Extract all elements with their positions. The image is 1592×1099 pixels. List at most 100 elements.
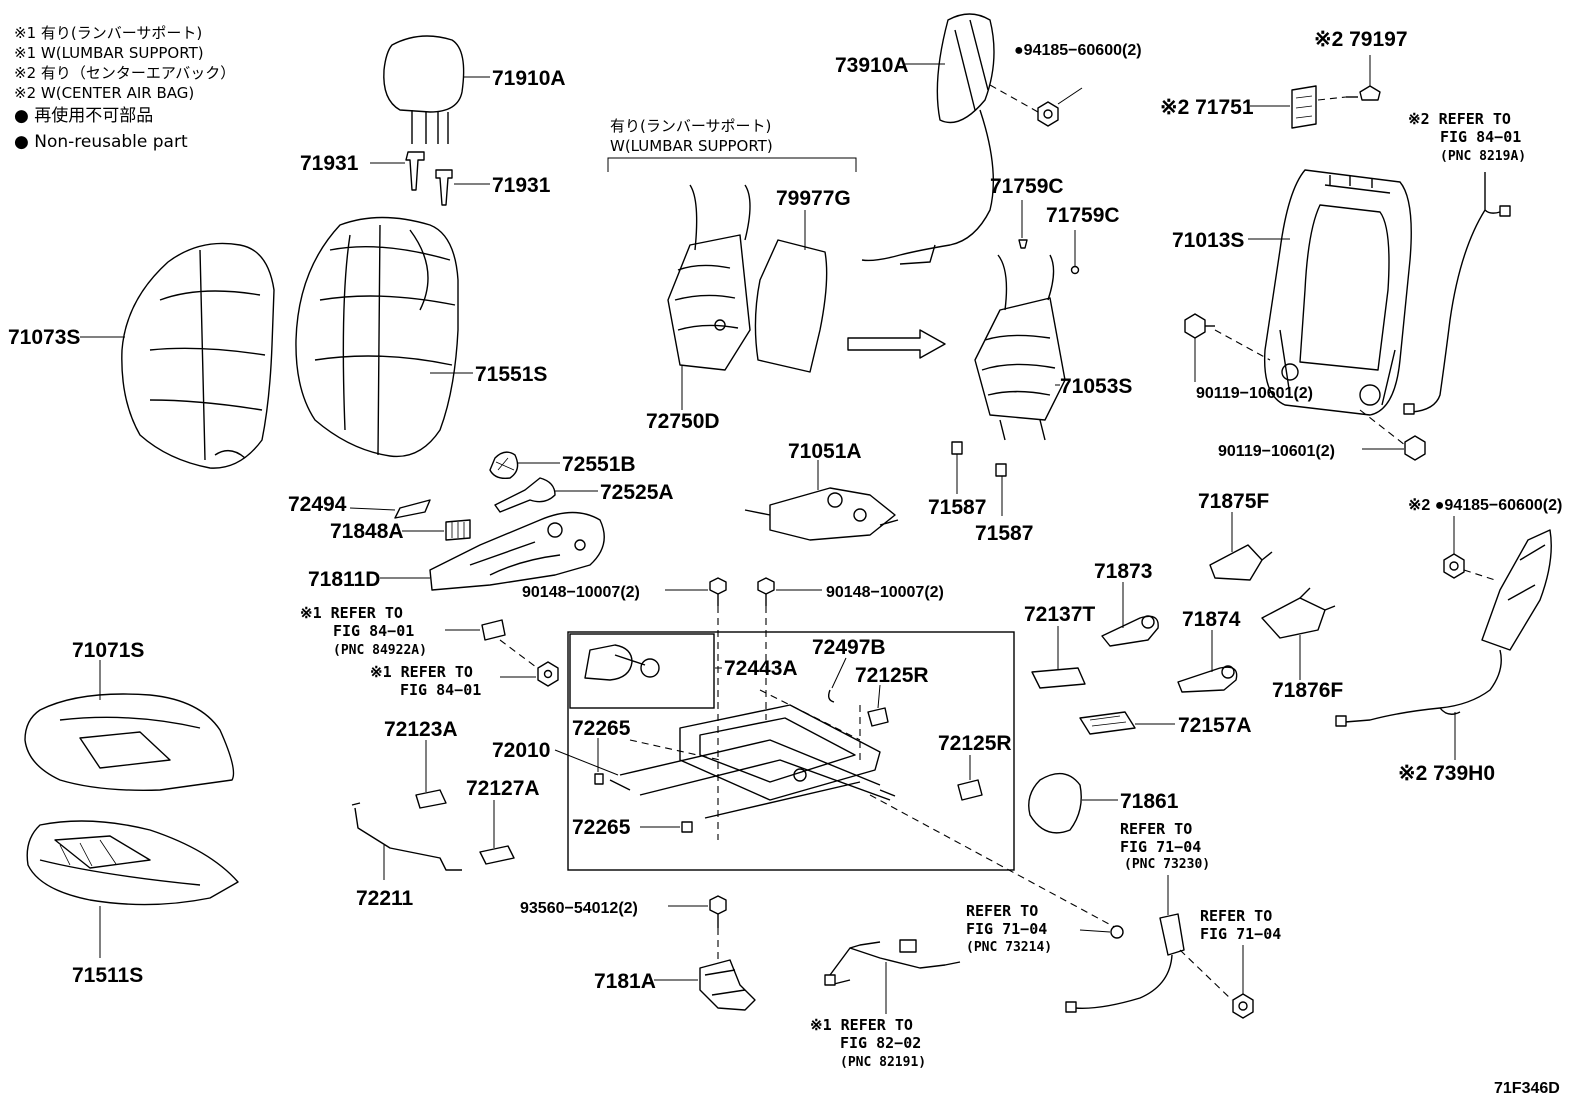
ref-8401b-line1: ※1 REFER TO (300, 604, 403, 622)
headrest-drawing[interactable] (383, 35, 465, 144)
bracket-72125R-b[interactable] (957, 779, 983, 801)
lever-72525A[interactable] (494, 477, 556, 513)
bracket-71876F[interactable] (1261, 587, 1336, 639)
label-71051A: 71051A (788, 440, 862, 463)
ref-8401b-line3: (PNC 84922A) (333, 643, 427, 658)
clip-71587-a[interactable] (951, 441, 963, 455)
clip-79197[interactable] (1346, 85, 1381, 101)
gear-72443A[interactable] (584, 644, 660, 681)
bracket-71873[interactable] (1101, 615, 1159, 647)
bracket-72125R-a[interactable] (867, 707, 889, 727)
nut-94185-b[interactable] (1443, 553, 1465, 579)
label-72157A: 72157A (1178, 714, 1252, 737)
bracket-71875F[interactable] (1209, 544, 1273, 581)
label-72497B: 72497B (812, 636, 886, 659)
label-72525A: 72525A (600, 481, 674, 504)
label-72494: 72494 (288, 493, 347, 516)
legend-line1: ※1 有り(ランバーサポート) (14, 24, 202, 42)
label-79977G: 79977G (776, 187, 851, 210)
ref-8202-line2: FIG 82−02 (840, 1034, 921, 1052)
label-71873: 71873 (1094, 560, 1152, 583)
connector-84922A[interactable] (481, 619, 506, 641)
label-73910A: 73910A (835, 54, 909, 77)
label-72551B: 72551B (562, 453, 636, 476)
label-71751: ※2 71751 (1160, 96, 1254, 119)
wire-72211[interactable] (351, 802, 462, 871)
label-72265-b: 72265 (572, 816, 631, 839)
label-71759C-b: 71759C (1046, 204, 1120, 227)
clip-71759C-a[interactable] (1018, 239, 1028, 249)
ref-7104b-line1: REFER TO (966, 902, 1038, 920)
clip-72123A[interactable] (415, 789, 447, 809)
clip-72127A[interactable] (479, 845, 515, 865)
label-71848A: 71848A (330, 520, 404, 543)
lumbar-pad-drawing[interactable] (754, 239, 828, 373)
bracket-72137T[interactable] (1031, 667, 1086, 689)
harness-8219A[interactable] (1403, 172, 1511, 415)
side-airbag-drawing[interactable] (861, 13, 995, 265)
ref-8202-line1: ※1 REFER TO (810, 1016, 913, 1034)
nut-71-04[interactable] (1232, 993, 1254, 1019)
ref-8401b-line2: FIG 84−01 (333, 622, 414, 640)
ref-8401c-line2: FIG 84−01 (400, 681, 481, 699)
lumbar-support-drawing[interactable] (667, 184, 751, 371)
bracket-7181A[interactable] (699, 959, 756, 1011)
knob-72551B[interactable] (489, 451, 519, 480)
bolt-90119-b[interactable] (1404, 435, 1426, 461)
label-71876F: 71876F (1272, 679, 1343, 702)
bolt-90119-a[interactable] (1184, 313, 1215, 339)
buckle-73230[interactable] (1065, 913, 1185, 1013)
ref-7104c-line2: FIG 71−04 (1200, 925, 1281, 943)
clip-72265-a[interactable] (594, 773, 604, 785)
lumbar-group-header: 有り(ランバーサポート) W(LUMBAR SUPPORT) (607, 117, 857, 172)
ref-8401c-line1: ※1 REFER TO (370, 663, 473, 681)
cover-71861[interactable] (1028, 772, 1082, 834)
seatback-pad-drawing[interactable] (295, 216, 459, 458)
bracket-71751[interactable] (1291, 85, 1317, 129)
ref-8401a-line3: (PNC 8219A) (1440, 149, 1526, 164)
label-72443A: 72443A (724, 657, 798, 680)
cushion-cover-71071S[interactable] (24, 693, 235, 791)
cover-72494[interactable] (394, 499, 431, 519)
bracket-71874[interactable] (1177, 665, 1238, 693)
label-71511S: 71511S (72, 964, 143, 987)
washer-73214[interactable] (1110, 925, 1124, 939)
bracket-72157A[interactable] (1079, 711, 1136, 735)
center-airbag-739H0[interactable] (1335, 529, 1552, 727)
bolt-90148-a[interactable] (709, 577, 727, 606)
seatback-frame-drawing[interactable] (1263, 169, 1412, 416)
label-71875F: 71875F (1198, 490, 1269, 513)
label-90148-a: 90148−10007(2) (522, 584, 640, 601)
bolt-90148-b[interactable] (757, 577, 775, 606)
clip-72265-b[interactable] (681, 821, 693, 833)
bolt-93560[interactable] (709, 895, 727, 928)
cushion-pad-71511S[interactable] (26, 820, 239, 906)
label-72125R-b: 72125R (938, 732, 1012, 755)
motor-71051A[interactable] (744, 487, 899, 541)
label-90119-a: 90119−10601(2) (1196, 385, 1313, 402)
clip-72497B[interactable] (827, 689, 835, 703)
ref-7104c-line1: REFER TO (1200, 907, 1272, 925)
shield-71811D[interactable] (429, 511, 605, 591)
label-71874: 71874 (1182, 608, 1241, 631)
ref-7104b-line2: FIG 71−04 (966, 920, 1047, 938)
seat-adjuster-72010[interactable] (609, 704, 896, 819)
ref-7104a-line2: FIG 71−04 (1120, 838, 1201, 856)
harness-82191[interactable] (824, 939, 961, 986)
headrest-guide-right[interactable] (435, 169, 453, 206)
headrest-guide-left[interactable] (405, 151, 425, 191)
clip-71587-b[interactable] (995, 463, 1007, 477)
legend-line6: ● Non-reusable part (14, 132, 188, 152)
label-72265-a: 72265 (572, 717, 631, 740)
clip-71759C-b[interactable] (1070, 265, 1080, 275)
seatback-cover-drawing[interactable] (121, 242, 275, 469)
ref-7104b-line3: (PNC 73214) (966, 940, 1052, 955)
label-739H0: ※2 739H0 (1398, 762, 1495, 785)
ref-7104a-line1: REFER TO (1120, 820, 1192, 838)
nut-84-01[interactable] (537, 661, 559, 687)
nut-94185-a[interactable] (1037, 101, 1059, 127)
lumbar-assy-drawing[interactable] (974, 254, 1066, 441)
clip-71848A[interactable] (445, 519, 471, 541)
label-7181A: 7181A (594, 970, 656, 993)
label-72123A: 72123A (384, 718, 458, 741)
